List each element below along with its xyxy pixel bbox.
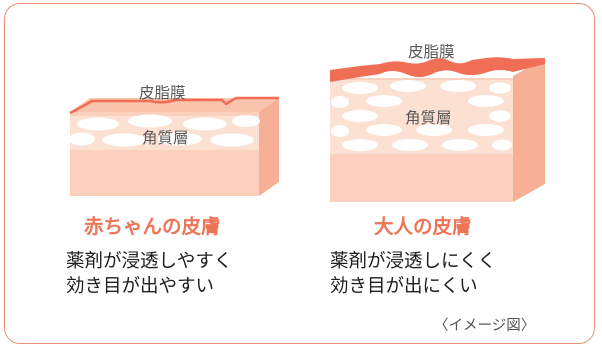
cell bbox=[492, 139, 512, 151]
baby-skin-diagram bbox=[69, 96, 279, 196]
baby-cell-group bbox=[69, 114, 260, 147]
cell bbox=[232, 115, 260, 127]
cell bbox=[489, 82, 511, 94]
adult-description-line: 薬剤が浸透しにくく bbox=[330, 251, 497, 272]
cell bbox=[489, 110, 511, 122]
adult-sebum-membrane-label: 皮脂膜 bbox=[408, 43, 455, 61]
adult-skin-description: 薬剤が浸透しにくく 効き目が出にくい bbox=[330, 250, 496, 299]
cell bbox=[390, 80, 426, 92]
cell bbox=[468, 124, 504, 136]
adult-skin-side-face bbox=[513, 58, 545, 202]
cell bbox=[366, 95, 402, 107]
cell bbox=[102, 133, 146, 147]
cell bbox=[77, 117, 119, 131]
cell bbox=[342, 139, 378, 151]
adult-cell-group bbox=[331, 80, 512, 151]
baby-stratum-corneum-label: 角質層 bbox=[142, 129, 189, 147]
baby-description-line: 薬剤が浸透しやすく bbox=[66, 251, 233, 272]
cell bbox=[158, 132, 202, 146]
cell bbox=[183, 117, 227, 131]
adult-sebum-membrane bbox=[330, 57, 545, 82]
cell bbox=[468, 95, 504, 107]
cell bbox=[210, 133, 254, 147]
cell bbox=[128, 114, 172, 128]
baby-skin-description: 薬剤が浸透しやすく 効き目が出やすい bbox=[66, 250, 232, 299]
cell bbox=[392, 139, 428, 151]
cell bbox=[342, 82, 378, 94]
baby-description-line: 効き目が出やすい bbox=[66, 275, 215, 297]
cell bbox=[331, 96, 349, 108]
adult-skin-title: 大人の皮膚 bbox=[374, 215, 472, 238]
cell bbox=[366, 124, 402, 136]
baby-skin-panel: 皮脂膜 角質層 赤ちゃんの皮膚 薬剤が浸透しやすく 効き目が出やすい bbox=[0, 0, 300, 350]
baby-sebum-membrane-label: 皮脂膜 bbox=[139, 84, 186, 102]
cell bbox=[69, 132, 95, 146]
cell bbox=[442, 139, 478, 151]
cell bbox=[440, 80, 476, 92]
adult-description-line: 効き目が出にくい bbox=[330, 275, 478, 297]
adult-skin-diagram bbox=[330, 57, 545, 202]
baby-skin-side-face bbox=[259, 98, 279, 196]
cell bbox=[342, 110, 378, 122]
adult-skin-panel: 皮脂膜 角質層 大人の皮膚 薬剤が浸透しにくく 効き目が出にくい bbox=[300, 0, 600, 350]
baby-skin-title: 赤ちゃんの皮膚 bbox=[84, 215, 221, 238]
cell bbox=[416, 124, 452, 136]
baby-sebum-membrane bbox=[69, 96, 279, 115]
image-note: 〈イメージ図〉 bbox=[434, 318, 536, 334]
cell bbox=[331, 125, 349, 137]
adult-stratum-corneum-label: 角質層 bbox=[405, 109, 452, 127]
